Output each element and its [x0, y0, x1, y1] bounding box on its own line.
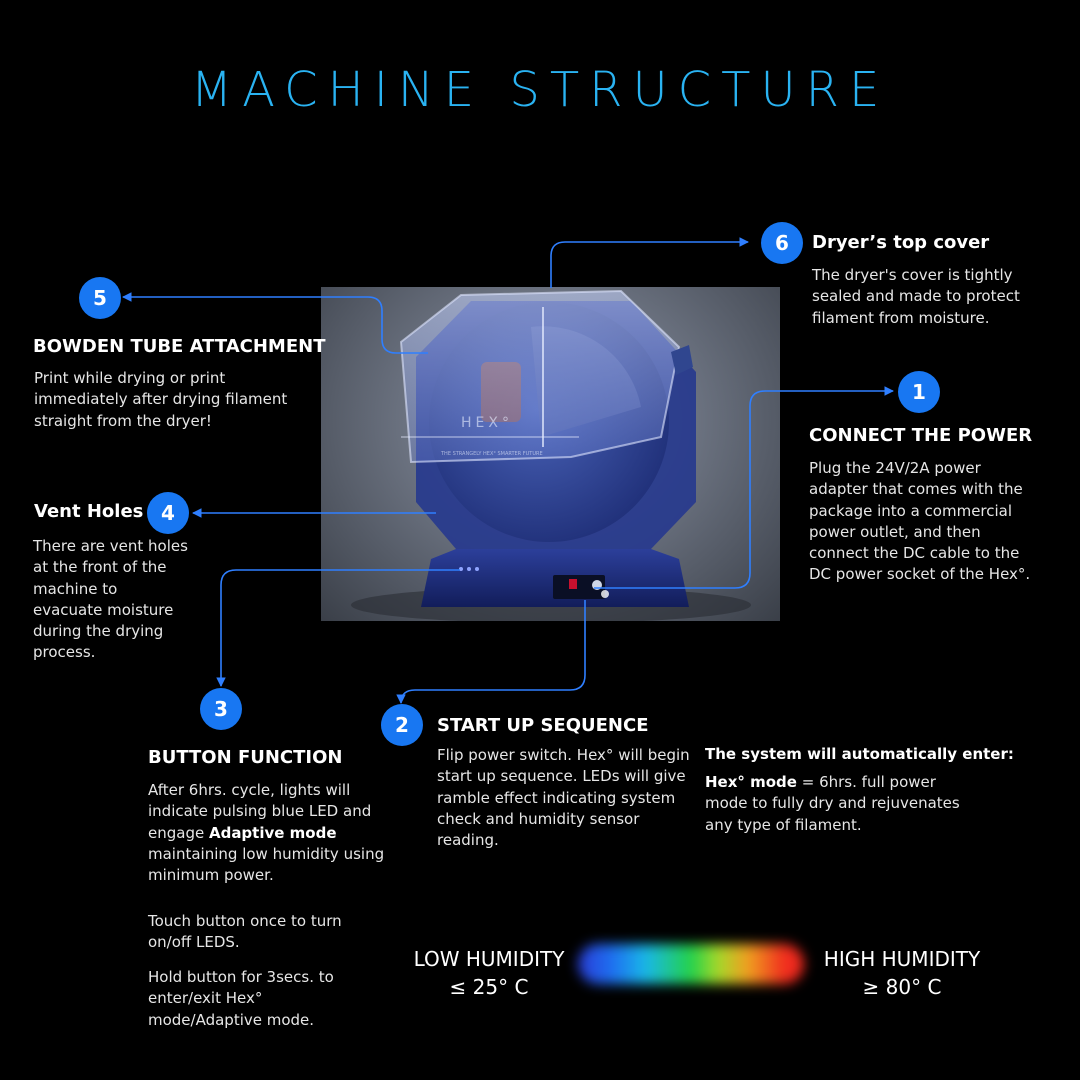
heading-button-function: BUTTON FUNCTION: [148, 747, 343, 768]
badge-4: 4: [147, 492, 189, 534]
connector-6: [550, 237, 749, 288]
dc-socket: [592, 580, 602, 590]
auto-mode-heading: The system will automatically enter:: [705, 745, 1014, 763]
high-humidity: HIGH HUMIDITY ≥ 80° C: [818, 945, 986, 1001]
auto-mode-text: Hex° mode = 6hrs. full power mode to ful…: [705, 773, 960, 834]
low-humidity: LOW HUMIDITY ≤ 25° C: [408, 945, 570, 1001]
heading-start-up: START UP SEQUENCE: [437, 715, 649, 736]
hex-mode-name: Hex° mode: [705, 773, 797, 791]
badge-5: 5: [79, 277, 121, 319]
control-panel: [553, 575, 605, 599]
product-photo: HEX° THE STRANGELY HEX° SMARTER FUTURE: [321, 287, 780, 621]
text-button-function-a: After 6hrs. cycle, lights will indicate …: [148, 781, 385, 885]
badge-1: 1: [898, 371, 940, 413]
front-label: THE STRANGELY HEX° SMARTER FUTURE: [440, 451, 543, 457]
high-humidity-value: ≥ 80° C: [862, 975, 942, 999]
badge-6: 6: [761, 222, 803, 264]
dryer-illustration: HEX° THE STRANGELY HEX° SMARTER FUTURE: [351, 289, 751, 621]
high-humidity-label: HIGH HUMIDITY: [823, 947, 981, 971]
power-switch: [569, 579, 577, 589]
page-title: MACHINE STRUCTURE: [190, 62, 890, 118]
humidity-spectrum: [578, 944, 804, 984]
heading-bowden-tube: BOWDEN TUBE ATTACHMENT: [33, 336, 326, 357]
badge-3: 3: [200, 688, 242, 730]
low-humidity-label: LOW HUMIDITY: [413, 947, 565, 971]
badge-2: 2: [381, 704, 423, 746]
heading-top-cover: Dryer’s top cover: [812, 232, 990, 253]
device-label: HEX°: [461, 415, 513, 431]
low-humidity-value: ≤ 25° C: [449, 975, 529, 999]
heading-vent-holes: Vent Holes: [34, 501, 144, 522]
heading-connect-power: CONNECT THE POWER: [809, 425, 1033, 446]
